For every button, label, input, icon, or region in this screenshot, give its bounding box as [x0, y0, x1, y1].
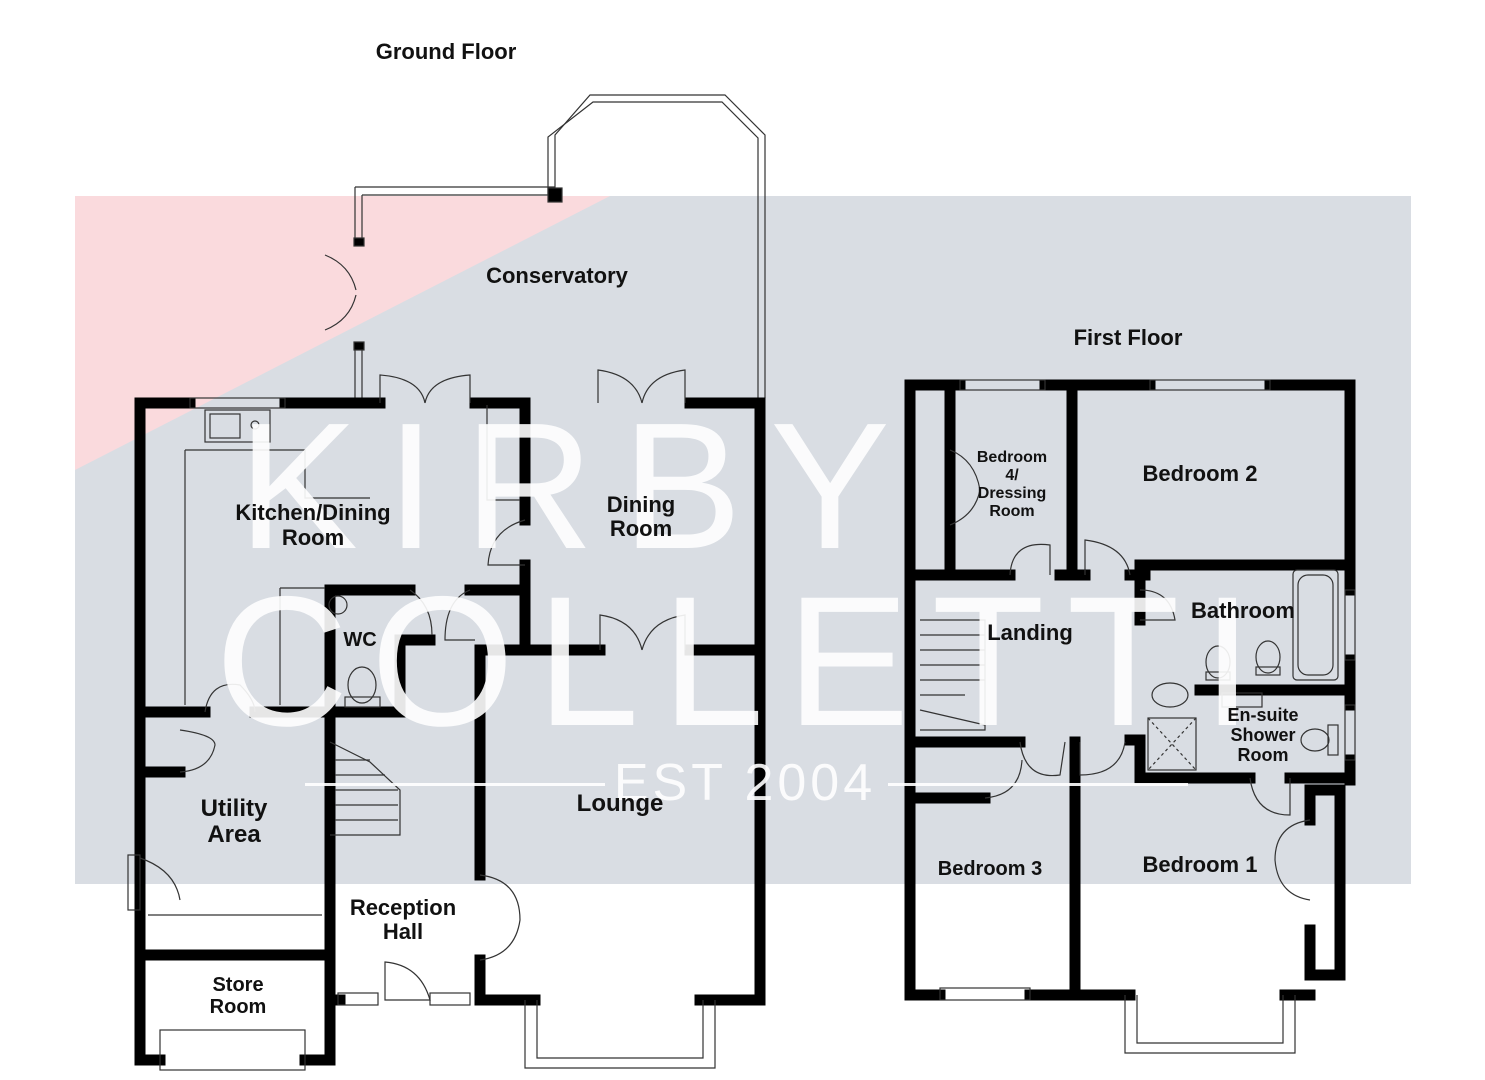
- bedroom4-label-4: Room: [989, 503, 1034, 520]
- dining-label-1: Dining: [607, 492, 675, 517]
- conservatory-frame: [324, 94, 766, 398]
- first-fixtures: [919, 379, 1356, 1054]
- bedroom4-label-2: 4/: [1005, 467, 1019, 484]
- store-label-1: Store: [212, 974, 263, 996]
- ensuite-label-2: Shower: [1230, 725, 1295, 745]
- labels: Ground Floor First Floor Conservatory Ki…: [201, 39, 1299, 1018]
- ensuite-label-3: Room: [1238, 745, 1289, 765]
- ensuite-label-1: En-suite: [1227, 705, 1298, 725]
- first-floor-title: First Floor: [1074, 325, 1183, 350]
- bedroom4-label-3: Dressing: [978, 485, 1046, 502]
- reception-label-2: Hall: [383, 919, 423, 944]
- wc-label: WC: [343, 629, 376, 651]
- watermark-rule-right: [888, 783, 1188, 786]
- watermark-banner: [75, 196, 1411, 884]
- bedroom1-label: Bedroom 1: [1143, 852, 1258, 877]
- landing-label: Landing: [987, 620, 1073, 645]
- watermark-line-3: EST 2004: [614, 754, 876, 812]
- conservatory-label: Conservatory: [486, 263, 629, 288]
- watermark-line-2: COLLETTI: [215, 559, 1275, 765]
- bathroom-label: Bathroom: [1191, 598, 1295, 623]
- first-floor-plan: [904, 379, 1356, 1054]
- kitchen-label-1: Kitchen/Dining: [235, 500, 390, 525]
- bedroom3-label: Bedroom 3: [938, 858, 1042, 880]
- ground-floor-plan: [127, 94, 766, 1071]
- ground-fixtures: [127, 369, 716, 1071]
- lounge-label: Lounge: [577, 790, 664, 817]
- bedroom2-label: Bedroom 2: [1143, 461, 1258, 486]
- store-label-2: Room: [210, 996, 267, 1018]
- utility-label-2: Area: [207, 821, 261, 848]
- ground-walls: [134, 397, 766, 1066]
- first-walls: [904, 379, 1356, 1001]
- watermark-rule-left: [305, 783, 605, 786]
- utility-label-1: Utility: [201, 795, 268, 822]
- dining-label-2: Room: [610, 516, 672, 541]
- ground-floor-title: Ground Floor: [376, 39, 517, 64]
- kitchen-label-2: Room: [282, 525, 344, 550]
- reception-label-1: Reception: [350, 895, 456, 920]
- watermark-line-1: KIRBY: [238, 386, 918, 587]
- bedroom4-label-1: Bedroom: [977, 449, 1047, 466]
- watermark: KIRBY COLLETTI EST 2004: [215, 386, 1275, 812]
